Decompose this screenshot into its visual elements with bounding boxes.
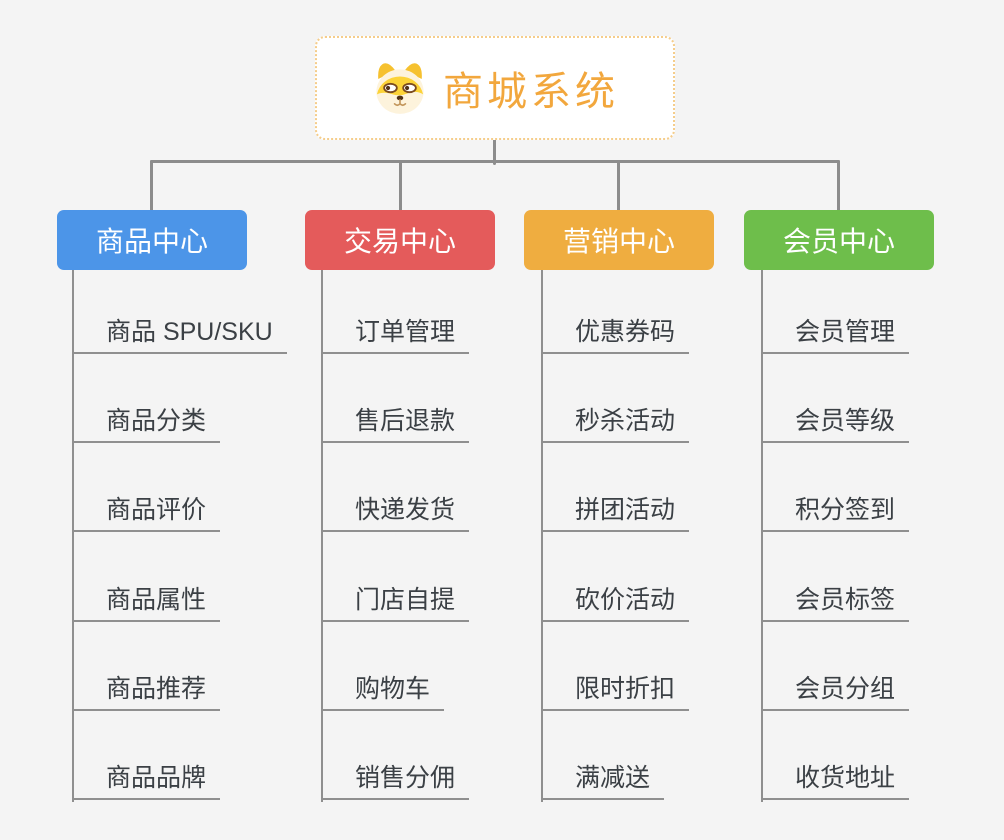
branch-trunk-line — [321, 268, 323, 802]
leaf-node[interactable]: 拼团活动 — [541, 494, 690, 532]
dog-face-icon — [371, 60, 429, 116]
connector-line — [399, 160, 402, 213]
leaf-node[interactable]: 商品 SPU/SKU — [72, 316, 287, 354]
leaf-node[interactable]: 满减送 — [541, 762, 665, 800]
leaf-node[interactable]: 会员等级 — [761, 405, 910, 443]
connector-line — [617, 160, 620, 213]
root-title: 商城系统 — [443, 70, 619, 114]
leaf-node[interactable]: 商品品牌 — [72, 762, 221, 800]
leaf-node[interactable]: 商品属性 — [72, 584, 221, 622]
leaf-node[interactable]: 积分签到 — [761, 494, 910, 532]
leaf-node[interactable]: 商品分类 — [72, 405, 221, 443]
root-node[interactable]: 商城系统 — [315, 36, 675, 140]
leaf-node[interactable]: 售后退款 — [321, 405, 470, 443]
leaf-node[interactable]: 商品推荐 — [72, 673, 221, 711]
branch-node-product-center[interactable]: 商品中心 — [57, 210, 247, 270]
connector-line — [493, 139, 496, 165]
leaf-node[interactable]: 会员标签 — [761, 584, 910, 622]
connector-line — [837, 160, 840, 213]
leaf-node[interactable]: 限时折扣 — [541, 673, 690, 711]
leaf-node[interactable]: 订单管理 — [321, 316, 470, 354]
leaf-node[interactable]: 购物车 — [321, 673, 445, 711]
leaf-node[interactable]: 优惠券码 — [541, 316, 690, 354]
leaf-node[interactable]: 门店自提 — [321, 584, 470, 622]
connector-line — [150, 160, 840, 163]
leaf-node[interactable]: 销售分佣 — [321, 762, 470, 800]
leaf-node[interactable]: 快递发货 — [321, 494, 470, 532]
branch-node-trade-center[interactable]: 交易中心 — [305, 210, 495, 270]
leaf-node[interactable]: 会员分组 — [761, 673, 910, 711]
branch-trunk-line — [761, 268, 763, 802]
leaf-node[interactable]: 砍价活动 — [541, 584, 690, 622]
branch-node-member-center[interactable]: 会员中心 — [744, 210, 934, 270]
leaf-node[interactable]: 收货地址 — [761, 762, 910, 800]
leaf-node[interactable]: 会员管理 — [761, 316, 910, 354]
branch-trunk-line — [541, 268, 543, 802]
connector-line — [150, 160, 153, 213]
branch-trunk-line — [72, 268, 74, 802]
branch-node-marketing-center[interactable]: 营销中心 — [524, 210, 714, 270]
leaf-node[interactable]: 秒杀活动 — [541, 405, 690, 443]
leaf-node[interactable]: 商品评价 — [72, 494, 221, 532]
